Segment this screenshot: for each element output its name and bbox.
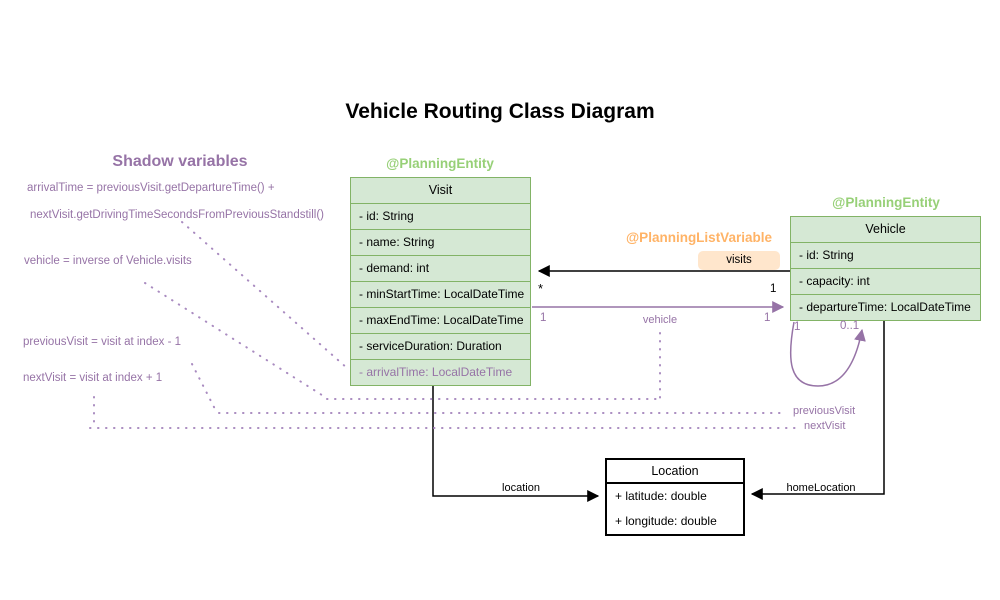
home-location-association-line bbox=[750, 321, 885, 500]
visit-attr-arrivaltime: - arrivalTime: LocalDateTime bbox=[351, 359, 530, 385]
visits-target-multiplicity: * bbox=[538, 281, 544, 296]
formula-nextvisit: nextVisit = visit at index + 1 bbox=[23, 372, 163, 384]
formula-vehicle: vehicle = inverse of Vehicle.visits bbox=[24, 255, 192, 267]
vehicle-source-multiplicity: 1 bbox=[540, 312, 547, 324]
dotted-previousvisit-link-diagonal bbox=[191, 363, 216, 410]
visits-source-multiplicity: 1 bbox=[770, 283, 777, 295]
visit-attr-name: - name: String bbox=[351, 229, 530, 255]
location-attr-longitude: + longitude: double bbox=[615, 514, 717, 528]
location-edge-label: location bbox=[502, 482, 540, 494]
shadow-variables-heading: Shadow variables bbox=[112, 153, 248, 170]
formula-arrivaltime-line2: nextVisit.getDrivingTimeSecondsFromPrevi… bbox=[30, 209, 324, 221]
page-title: Vehicle Routing Class Diagram bbox=[345, 100, 655, 123]
vehicle-target-multiplicity: 1 bbox=[764, 312, 771, 324]
visit-planning-entity-annotation: @PlanningEntity bbox=[386, 156, 494, 171]
visit-attr-serviceduration: - serviceDuration: Duration bbox=[351, 333, 530, 359]
self-loop-mult-one: 1 bbox=[794, 321, 801, 333]
nextvisit-edge-label: nextVisit bbox=[804, 420, 846, 432]
visit-class-name: Visit bbox=[428, 183, 453, 197]
vehicle-class-name: Vehicle bbox=[865, 222, 906, 236]
vehicle-self-loop-line bbox=[789, 321, 866, 387]
home-location-edge-label: homeLocation bbox=[786, 482, 856, 494]
visits-edge-label: visits bbox=[698, 251, 780, 270]
vehicle-class[interactable]: Vehicle - id: String - capacity: int - d… bbox=[790, 216, 981, 321]
previousvisit-edge-label: previousVisit bbox=[793, 405, 856, 417]
visit-attr-maxendtime: - maxEndTime: LocalDateTime bbox=[351, 307, 530, 333]
vehicle-edge-label: vehicle bbox=[642, 314, 678, 326]
visit-attr-demand: - demand: int bbox=[351, 255, 530, 281]
vehicle-attr-id: - id: String bbox=[791, 242, 980, 268]
planning-list-variable-annotation: @PlanningListVariable bbox=[626, 230, 772, 245]
formula-previousvisit: previousVisit = visit at index - 1 bbox=[23, 336, 181, 348]
vehicle-attr-departuretime: - departureTime: LocalDateTime bbox=[791, 294, 980, 320]
location-association-line bbox=[432, 384, 600, 502]
self-loop-mult-zero-one: 0..1 bbox=[840, 320, 860, 332]
visit-attr-minstarttime: - minStartTime: LocalDateTime bbox=[351, 281, 530, 307]
visit-attr-id: - id: String bbox=[351, 203, 530, 229]
location-attr-latitude: + latitude: double bbox=[615, 489, 707, 503]
dotted-arrivaltime-link bbox=[181, 221, 348, 369]
visit-class[interactable]: Visit - id: String - name: String - dema… bbox=[350, 177, 531, 386]
vehicle-attr-capacity: - capacity: int bbox=[791, 268, 980, 294]
formula-arrivaltime-line1: arrivalTime = previousVisit.getDeparture… bbox=[27, 182, 275, 194]
location-class[interactable]: Location + latitude: double + longitude:… bbox=[605, 458, 745, 536]
vehicle-planning-entity-annotation: @PlanningEntity bbox=[832, 195, 940, 210]
location-class-name: Location bbox=[607, 460, 743, 484]
